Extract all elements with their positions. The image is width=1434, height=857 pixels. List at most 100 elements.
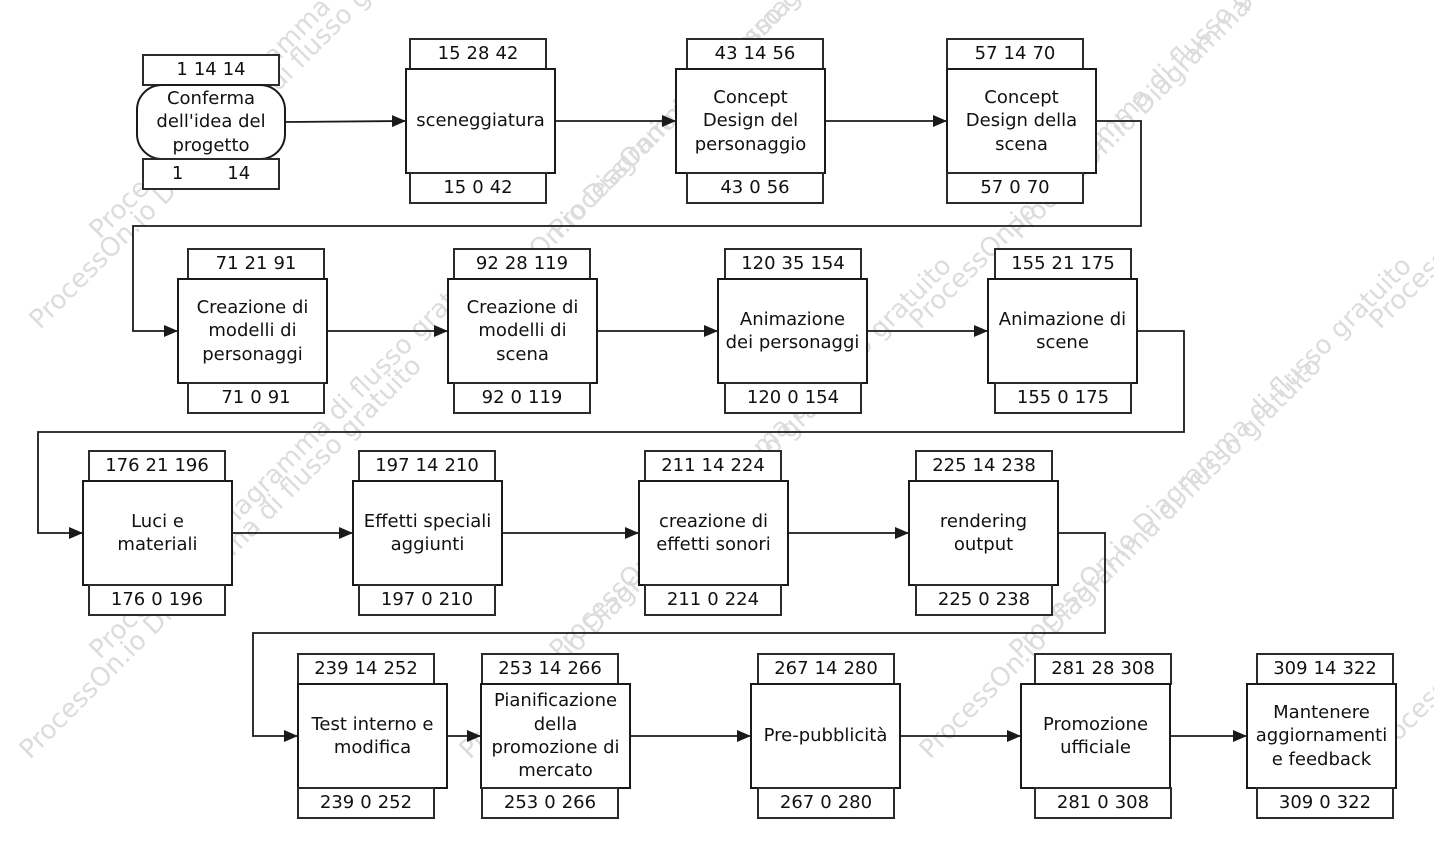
bottom-ls-value: 57 (980, 177, 1004, 198)
flow-arrow (285, 115, 406, 128)
bottom-lf-value: 252 (377, 792, 413, 813)
bottom-slack-value: 0 (510, 387, 522, 408)
task-node[interactable]: Concept Design del personaggio (675, 68, 826, 174)
row-wrap-arrow (132, 120, 1142, 337)
top-es-value: 176 (105, 455, 140, 476)
top-ef-value: 266 (567, 658, 602, 679)
top-ef-value: 91 (273, 253, 297, 274)
top-es-value: 1 (176, 59, 188, 80)
top-ef-value: 210 (444, 455, 479, 476)
task-label: Pre-pubblicità (763, 725, 888, 747)
bottom-ls-value: 1 (171, 163, 184, 184)
top-dur-value: 14 (1313, 658, 1337, 679)
task-label: Luci e materiali (117, 510, 198, 555)
top-ef-value: 14 (222, 59, 246, 80)
bottom-ls-value: 211 (666, 589, 702, 610)
task-label: Animazione di scene (998, 308, 1127, 353)
task-node[interactable]: Animazione dei personaggi (717, 278, 868, 384)
bottom-slack-value: 0 (1057, 387, 1069, 408)
bottom-slack-value: 0 (707, 589, 719, 610)
task-label: Conferma dell'idea del progetto (156, 87, 266, 156)
top-ef-value: 322 (1342, 658, 1377, 679)
top-es-value: 197 (375, 455, 410, 476)
top-ef-value: 252 (383, 658, 418, 679)
top-dur-value: 21 (1051, 253, 1075, 274)
task-label: Creazione di modelli di personaggi (196, 296, 309, 365)
bottom-ls-value: 253 (503, 792, 539, 813)
task-node[interactable]: Creazione di modelli di scena (447, 278, 598, 384)
top-es-value: 71 (215, 253, 239, 274)
top-es-value: 239 (314, 658, 349, 679)
bottom-slack-value: 0 (250, 387, 262, 408)
task-label: Concept Design della scena (965, 86, 1078, 155)
task-node[interactable]: Concept Design della scena (946, 68, 1097, 174)
task-node[interactable]: Promozione ufficiale (1020, 683, 1171, 789)
task-label: Promozione ufficiale (1042, 713, 1149, 758)
top-dur-value: 14 (538, 658, 562, 679)
top-ef-value: 42 (495, 43, 519, 64)
bottom-lf-value: 42 (489, 177, 513, 198)
top-dur-value: 28 (466, 43, 490, 64)
task-node[interactable]: Creazione di modelli di personaggi (177, 278, 328, 384)
top-dur-value: 28 (504, 253, 528, 274)
top-ef-value: 70 (1032, 43, 1056, 64)
top-ef-value: 224 (730, 455, 765, 476)
bottom-slack-value: 0 (1097, 792, 1109, 813)
top-dur-value: 14 (743, 43, 767, 64)
bottom-lf-value: 119 (528, 387, 563, 408)
bottom-lf-value: 308 (1114, 792, 1150, 813)
task-node[interactable]: sceneggiatura (405, 68, 556, 174)
task-label: rendering output (939, 510, 1028, 555)
task-node[interactable]: Luci e materiali (82, 480, 233, 586)
top-es-value: 281 (1051, 658, 1086, 679)
top-ef-value: 280 (843, 658, 878, 679)
bottom-slack-value: 0 (787, 387, 799, 408)
task-node[interactable]: Effetti speciali aggiunti (352, 480, 503, 586)
task-node[interactable]: creazione di effetti sonori (638, 480, 789, 586)
top-dur-value: 14 (354, 658, 378, 679)
task-node[interactable]: Pianificazione della promozione di merca… (480, 683, 631, 789)
row-wrap-arrow (37, 330, 1185, 539)
bottom-ls-value: 309 (1278, 792, 1314, 813)
bottom-slack-value: 0 (544, 792, 556, 813)
bottom-lf-value: 175 (1074, 387, 1110, 408)
bottom-lf-value: 322 (1336, 792, 1372, 813)
task-label: sceneggiatura (416, 110, 545, 132)
top-dur-value: 28 (1091, 658, 1115, 679)
task-label: Mantenere aggiornamenti e feedback (1255, 701, 1388, 770)
top-dur-value: 14 (972, 455, 996, 476)
task-node[interactable]: Mantenere aggiornamenti e feedback (1246, 683, 1397, 789)
top-ef-value: 119 (533, 253, 569, 274)
top-dur-value: 35 (781, 253, 805, 274)
top-dur-value: 14 (193, 59, 217, 80)
task-node[interactable]: rendering output (908, 480, 1059, 586)
bottom-slack-value: 0 (1319, 792, 1331, 813)
task-node[interactable]: Test interno e modifica (297, 683, 448, 789)
bottom-ls-value: 15 (443, 177, 467, 198)
top-ef-value: 308 (1120, 658, 1155, 679)
bottom-lf-value: 210 (438, 589, 474, 610)
bottom-ls-value: 197 (380, 589, 416, 610)
task-node[interactable]: Animazione di scene (987, 278, 1138, 384)
task-node[interactable]: Conferma dell'idea del progetto (136, 84, 286, 160)
bottom-slack-value: 0 (820, 792, 832, 813)
bottom-lf-value: 196 (168, 589, 204, 610)
task-label: Concept Design del personaggio (694, 86, 807, 155)
task-node[interactable]: Pre-pubblicità (750, 683, 901, 789)
